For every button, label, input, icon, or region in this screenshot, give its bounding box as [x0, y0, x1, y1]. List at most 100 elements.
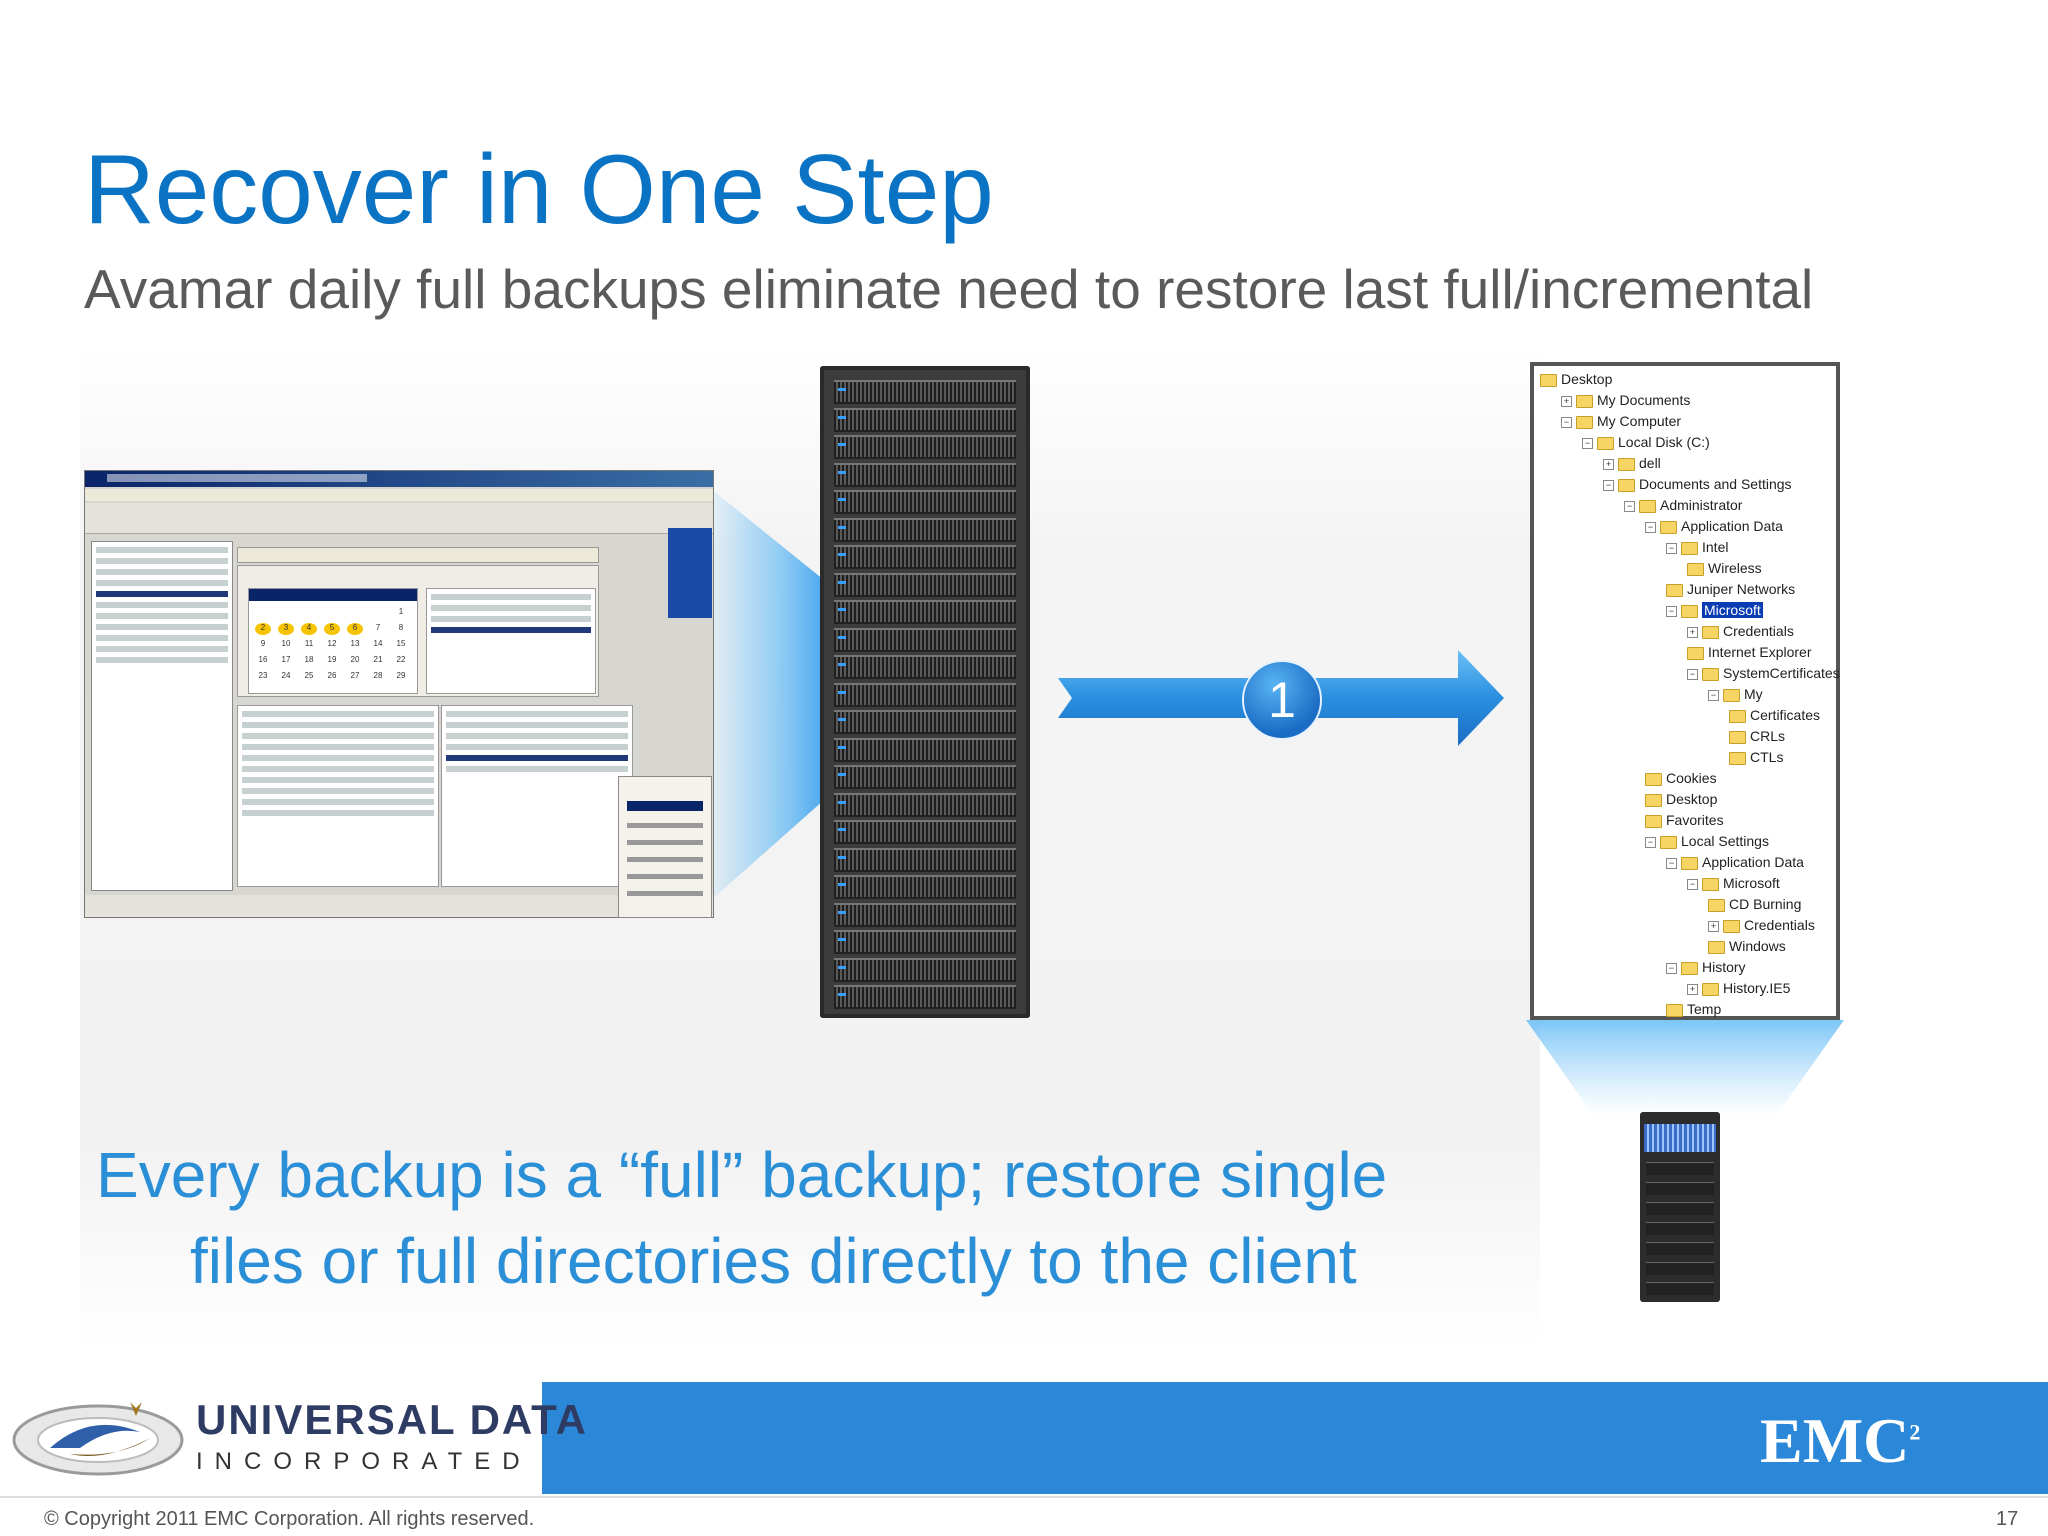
calendar-day[interactable]: 8 — [398, 623, 404, 632]
collapse-icon[interactable]: − — [1645, 836, 1656, 848]
folder-tree-item[interactable]: Cookies — [1645, 769, 1717, 787]
folder-tree-item[interactable]: Wireless — [1687, 559, 1762, 577]
folder-tree-item[interactable]: + Credentials — [1687, 622, 1794, 640]
folder-label: Administrator — [1660, 497, 1743, 513]
calendar-day[interactable]: 13 — [350, 639, 360, 648]
calendar-day[interactable]: 14 — [373, 639, 383, 648]
folder-tree-item[interactable]: −Application Data — [1645, 517, 1783, 535]
folder-tree-item[interactable]: Temp — [1666, 1000, 1721, 1018]
folder-tree-item[interactable]: −Local Disk (C:) — [1582, 433, 1710, 451]
expand-icon[interactable]: + — [1603, 458, 1614, 470]
folder-tree-item[interactable]: CTLs — [1729, 748, 1783, 766]
folder-label: My Documents — [1597, 392, 1691, 408]
calendar-day[interactable]: 28 — [373, 671, 383, 680]
rack-unit — [834, 737, 1016, 762]
folder-tree-item[interactable]: Certificates — [1729, 706, 1820, 724]
calendar-day[interactable]: 18 — [304, 655, 314, 664]
folder-tree-item[interactable]: −My — [1708, 685, 1763, 703]
folder-tree-item[interactable]: −SystemCertificates — [1687, 664, 1840, 682]
collapse-icon[interactable]: − — [1666, 962, 1677, 974]
calendar-day[interactable]: 11 — [304, 639, 314, 648]
folder-tree-item[interactable]: −Microsoft — [1687, 874, 1780, 892]
collapse-icon[interactable]: − — [1687, 668, 1698, 680]
calendar-day[interactable] — [370, 607, 386, 619]
calendar-day[interactable]: 2 — [255, 623, 271, 635]
calendar-day[interactable]: 17 — [281, 655, 291, 664]
collapse-icon[interactable]: − — [1582, 437, 1593, 449]
calendar-day[interactable] — [278, 607, 294, 619]
calendar-day[interactable]: 4 — [301, 623, 317, 635]
collapse-icon[interactable]: − — [1666, 605, 1677, 617]
folder-tree-item[interactable]: Desktop — [1645, 790, 1717, 808]
expand-icon[interactable]: + — [1561, 395, 1572, 407]
folder-tree-item[interactable]: − Administrator — [1624, 496, 1742, 514]
collapse-icon[interactable]: − — [1666, 542, 1677, 554]
calendar-day[interactable]: 27 — [350, 671, 360, 680]
folder-tree-item[interactable]: +dell — [1603, 454, 1661, 472]
expand-icon[interactable]: + — [1687, 626, 1698, 638]
collapse-icon[interactable]: − — [1645, 521, 1656, 533]
expand-icon[interactable]: + — [1708, 920, 1719, 932]
collapse-icon[interactable]: − — [1708, 689, 1719, 701]
folder-tree-item[interactable]: −History — [1666, 958, 1746, 976]
folder-label: Temp — [1687, 1001, 1722, 1017]
calendar-day[interactable] — [301, 607, 317, 619]
collapse-icon[interactable]: − — [1624, 500, 1635, 512]
calendar-day[interactable] — [255, 607, 271, 619]
folder-tree-item[interactable]: +Credentials — [1708, 916, 1815, 934]
folder-tree-item[interactable]: Juniper Networks — [1666, 580, 1795, 598]
folder-tree-item[interactable]: Favorites — [1645, 811, 1724, 829]
calendar-day[interactable]: 12 — [327, 639, 337, 648]
calendar-day[interactable]: 10 — [281, 639, 291, 648]
calendar-day[interactable]: 9 — [260, 639, 266, 648]
collapse-icon[interactable]: − — [1666, 857, 1677, 869]
calendar-day[interactable]: 1 — [398, 607, 404, 616]
folder-icon — [1687, 646, 1704, 660]
folder-icon — [1729, 709, 1746, 723]
calendar-day[interactable]: 3 — [278, 623, 294, 635]
calendar-day[interactable]: 7 — [375, 623, 381, 632]
folder-label: Credentials — [1723, 623, 1794, 639]
calendar-day[interactable]: 29 — [396, 671, 406, 680]
status-led-icon — [838, 635, 846, 639]
calendar-day[interactable]: 25 — [304, 671, 314, 680]
folder-tree-item[interactable]: CRLs — [1729, 727, 1785, 745]
calendar-day[interactable] — [347, 607, 363, 619]
calendar-day[interactable]: 21 — [373, 655, 383, 664]
rack-unit — [834, 957, 1016, 982]
step-number-badge: 1 — [1242, 660, 1322, 740]
folder-tree-item[interactable]: + My Documents — [1561, 391, 1690, 409]
calendar-day[interactable]: 23 — [258, 671, 268, 680]
calendar-day[interactable]: 16 — [258, 655, 268, 664]
expand-icon[interactable]: + — [1687, 983, 1698, 995]
folder-label: CRLs — [1750, 728, 1786, 744]
folder-tree-item[interactable]: +History.IE5 — [1687, 979, 1790, 997]
status-led-icon — [838, 580, 846, 584]
folder-tree-item[interactable]: −Local Settings — [1645, 832, 1769, 850]
calendar-day[interactable]: 26 — [327, 671, 337, 680]
folder-tree-item[interactable]: −Microsoft — [1666, 601, 1763, 619]
folder-tree-item[interactable]: −Intel — [1666, 538, 1728, 556]
folder-tree-item[interactable]: CD Burning — [1708, 895, 1801, 913]
collapse-icon[interactable]: − — [1687, 878, 1698, 890]
calendar-day[interactable]: 20 — [350, 655, 360, 664]
calendar-day[interactable]: 22 — [396, 655, 406, 664]
calendar-day[interactable]: 5 — [324, 623, 340, 635]
calendar-day[interactable] — [324, 607, 340, 619]
copyright-notice: © Copyright 2011 EMC Corporation. All ri… — [44, 1508, 535, 1530]
calendar-day[interactable]: 19 — [327, 655, 337, 664]
status-led-icon — [838, 938, 846, 941]
collapse-icon[interactable]: − — [1561, 416, 1572, 428]
folder-tree-item[interactable]: Windows — [1708, 937, 1786, 955]
folder-tree-item[interactable]: Desktop — [1540, 370, 1612, 388]
collapse-icon[interactable]: − — [1603, 479, 1614, 491]
client-glow — [1526, 1020, 1844, 1116]
calendar-day[interactable]: 6 — [347, 623, 363, 635]
folder-tree-item[interactable]: −Application Data — [1666, 853, 1804, 871]
folder-tree-item[interactable]: Internet Explorer — [1687, 643, 1812, 661]
folder-tree-item[interactable]: −My Computer — [1561, 412, 1681, 430]
calendar-day[interactable]: 15 — [396, 639, 406, 648]
calendar-day[interactable]: 24 — [281, 671, 291, 680]
folder-tree-item[interactable]: −Documents and Settings — [1603, 475, 1792, 493]
